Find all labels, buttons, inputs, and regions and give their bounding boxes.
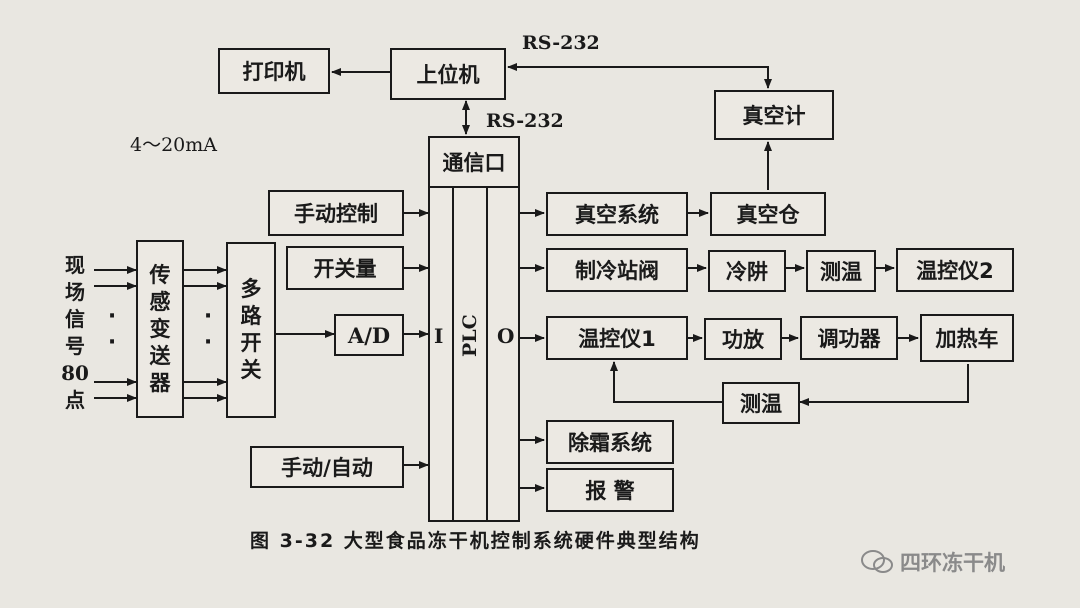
plc-block: 通信口 I PLC O: [428, 136, 520, 522]
ellipsis-dots-1: ··: [107, 304, 117, 355]
ad-converter-label: A/D: [347, 322, 391, 348]
host-computer-box: 上位机: [390, 48, 506, 100]
field-signal-label: 现 场 信 号 80 点: [61, 253, 89, 412]
power-regulator-box: 调功器: [800, 316, 898, 360]
cold-trap-label: 冷阱: [726, 260, 768, 284]
watermark-text: 四环冻干机: [900, 551, 1005, 575]
multiplexer-box: 多 路 开 关: [226, 242, 276, 418]
sensor-transmitter-box: 传 感 变 送 器: [136, 240, 184, 418]
rs232-side-label: RS-232: [486, 110, 564, 132]
temp-controller-1-label: 温控仪1: [578, 327, 656, 351]
refrigeration-valve-box: 制冷站阀: [546, 248, 688, 292]
manual-control-label: 手动控制: [294, 202, 378, 226]
switch-quantity-label: 开关量: [313, 257, 377, 281]
power-amp-label: 功放: [722, 328, 764, 352]
alarm-box: 报 警: [546, 468, 674, 512]
refrigeration-valve-label: 制冷站阀: [575, 259, 659, 283]
vacuum-gauge-label: 真空计: [742, 104, 806, 128]
plc-input-label: I: [434, 324, 444, 348]
figure-caption: 图 3-32 大型食品冻干机控制系统硬件典型结构: [250, 530, 701, 552]
printer-box: 打印机: [218, 48, 330, 94]
chat-bubble-icon: [861, 550, 893, 573]
rs232-top-label: RS-232: [522, 32, 600, 54]
heating-cart-label: 加热车: [935, 327, 999, 351]
temp-measure-2-box: 测温: [722, 382, 800, 424]
plc-divider-right: [486, 186, 488, 520]
manual-control-box: 手动控制: [268, 190, 404, 236]
switch-quantity-box: 开关量: [286, 246, 404, 290]
manual-auto-box: 手动/自动: [250, 446, 404, 488]
watermark: 四环冻干机: [860, 547, 1005, 577]
plc-output-label: O: [497, 324, 515, 348]
temp-measure-1-box: 测温: [806, 250, 876, 292]
plc-divider-left: [452, 186, 454, 520]
plc-label: PLC: [459, 314, 481, 357]
vacuum-chamber-label: 真空仓: [736, 203, 800, 227]
ellipsis-dots-2: ··: [203, 304, 213, 355]
comm-port-label: 通信口: [442, 151, 506, 175]
vacuum-gauge-box: 真空计: [714, 90, 834, 140]
defrost-system-label: 除霜系统: [568, 431, 652, 455]
alarm-label: 报 警: [585, 479, 635, 503]
comm-port-box: 通信口: [430, 138, 518, 188]
temp-controller-1-box: 温控仪1: [546, 316, 688, 360]
manual-auto-label: 手动/自动: [281, 456, 373, 480]
temp-measure-2-label: 测温: [740, 392, 782, 416]
vacuum-system-box: 真空系统: [546, 192, 688, 236]
temp-measure-1-label: 测温: [820, 260, 862, 284]
ad-converter-box: A/D: [334, 314, 404, 356]
vacuum-chamber-box: 真空仓: [710, 192, 826, 236]
defrost-system-box: 除霜系统: [546, 420, 674, 464]
temp-controller-2-label: 温控仪2: [916, 259, 994, 283]
temp-controller-2-box: 温控仪2: [896, 248, 1014, 292]
current-range-label: 4～20mA: [130, 134, 218, 156]
host-computer-label: 上位机: [416, 63, 480, 87]
cold-trap-box: 冷阱: [708, 250, 786, 292]
printer-label: 打印机: [242, 60, 306, 84]
power-regulator-label: 调功器: [817, 327, 881, 351]
power-amp-box: 功放: [704, 318, 782, 360]
heating-cart-box: 加热车: [920, 314, 1014, 362]
vacuum-system-label: 真空系统: [575, 203, 659, 227]
